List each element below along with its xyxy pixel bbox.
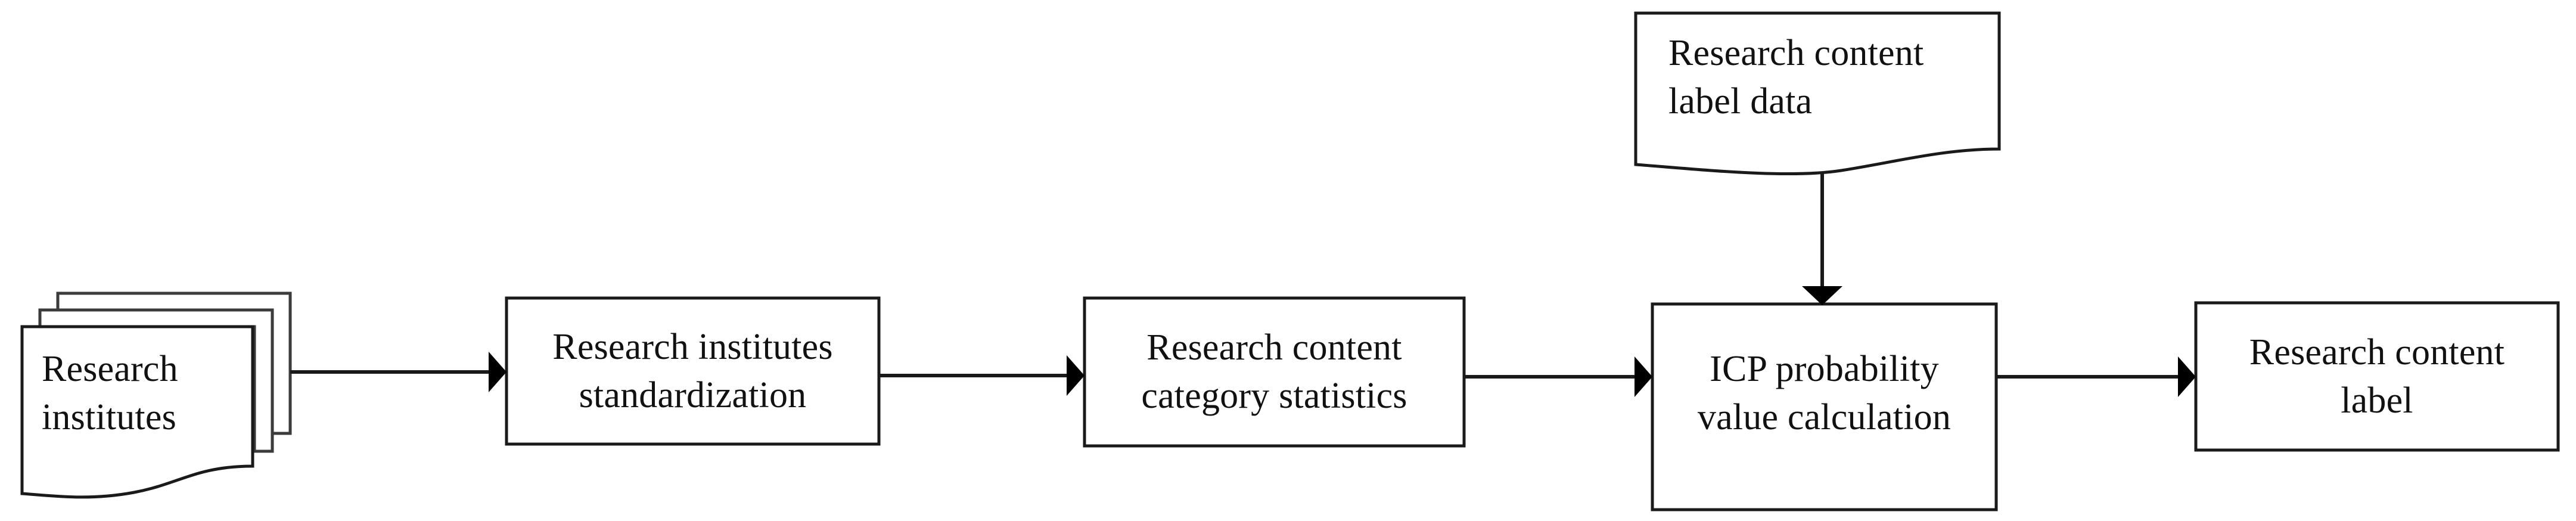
arrowhead-icon [489,352,507,392]
node-icp-probability-value-calculation[interactable] [1651,302,1998,511]
arrowhead-icon [1635,356,1652,397]
edge-institutes-to-standardization [290,352,507,392]
node-research-institutes[interactable] [20,291,292,499]
edge-standardization-to-statistics [879,355,1085,396]
stacked-documents-front-sheet-icon [20,325,254,499]
edge-icp-to-label [1996,356,2196,397]
edge-label-data-to-icp [1802,172,1842,305]
edge-statistics-to-icp [1464,356,1652,397]
node-research-institutes-standardization[interactable] [505,296,881,446]
node-research-content-category-statistics[interactable] [1083,296,1466,448]
arrowhead-icon [2178,356,2196,397]
arrowhead-icon [1802,286,1842,305]
node-research-content-label[interactable] [2194,301,2560,452]
node-research-content-label-data[interactable] [1634,11,2001,176]
arrowhead-icon [1067,355,1085,396]
